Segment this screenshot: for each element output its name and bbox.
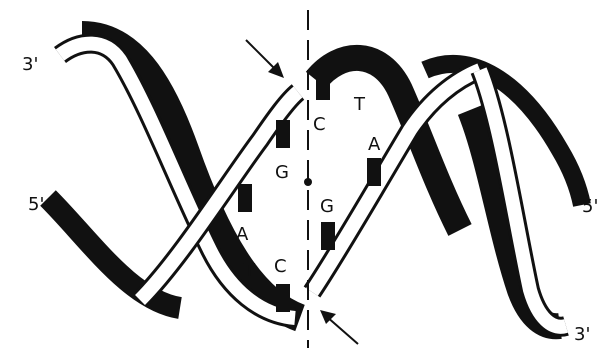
base-block-a-left bbox=[238, 184, 252, 212]
base-label-g-left: G bbox=[275, 162, 289, 183]
base-block-g-left bbox=[276, 120, 290, 148]
end-label-top-left: 3' bbox=[22, 54, 38, 75]
base-label-t-top: T bbox=[353, 94, 366, 115]
axis-line bbox=[304, 10, 312, 348]
base-block-a-right bbox=[367, 158, 381, 186]
base-label-t-left: T bbox=[243, 260, 256, 281]
end-label-bottom-right: 3' bbox=[574, 324, 590, 345]
base-label-c-bottom: C bbox=[274, 256, 287, 277]
base-block-c-bottom bbox=[276, 284, 290, 312]
end-label-mid-right: 5' bbox=[582, 196, 598, 217]
cut-arrow-top bbox=[246, 40, 284, 78]
base-block-c-top bbox=[316, 72, 330, 100]
base-label-a-left: A bbox=[236, 224, 249, 245]
base-label-c-top: C bbox=[313, 114, 326, 135]
base-label-g-right: G bbox=[320, 196, 334, 217]
cut-arrow-bottom bbox=[320, 310, 358, 344]
base-label-a-right: A bbox=[368, 134, 381, 155]
end-label-mid-left: 5' bbox=[28, 194, 44, 215]
base-block-g-right bbox=[321, 222, 335, 250]
axis-center-dot bbox=[304, 178, 312, 186]
